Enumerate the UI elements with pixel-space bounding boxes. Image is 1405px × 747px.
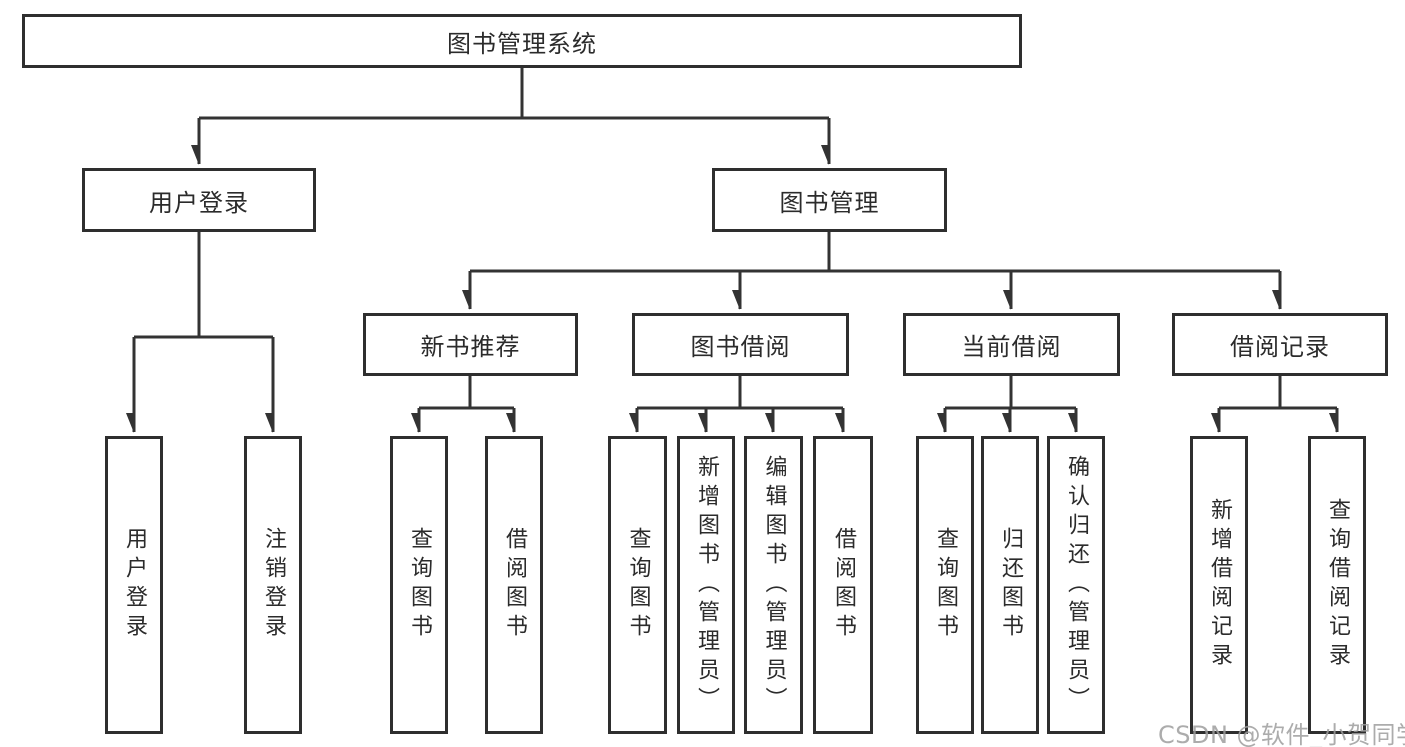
node-leaf-logout: 注销登录 (244, 436, 302, 734)
node-new-book-recommend: 新书推荐 (363, 313, 578, 376)
node-leaf-bb-edit-book-admin: 编辑图书（管理员） (744, 436, 803, 734)
node-leaf-bb-query-books: 查询图书 (608, 436, 667, 734)
csdn-watermark: CSDN @软件_小贺同学 (1158, 721, 1405, 747)
node-leaf-cb-query-books: 查询图书 (916, 436, 974, 734)
node-current-borrow: 当前借阅 (903, 313, 1120, 376)
node-leaf-cb-return-book: 归还图书 (981, 436, 1039, 734)
node-leaf-bb-add-book-admin: 新增图书（管理员） (677, 436, 735, 734)
node-leaf-cb-confirm-return-admin: 确认归还（管理员） (1047, 436, 1105, 734)
node-leaf-nb-query-books: 查询图书 (390, 436, 448, 734)
node-root: 图书管理系统 (22, 14, 1022, 68)
node-user-login: 用户登录 (82, 168, 316, 232)
node-book-borrow: 图书借阅 (632, 313, 849, 376)
node-leaf-user-login: 用户登录 (105, 436, 163, 734)
node-borrow-record: 借阅记录 (1172, 313, 1388, 376)
node-book-management: 图书管理 (712, 168, 947, 232)
node-leaf-br-add-record: 新增借阅记录 (1190, 436, 1248, 734)
node-leaf-bb-borrow-books: 借阅图书 (813, 436, 873, 734)
node-leaf-nb-borrow-books: 借阅图书 (485, 436, 543, 734)
node-leaf-br-query-record: 查询借阅记录 (1308, 436, 1366, 734)
